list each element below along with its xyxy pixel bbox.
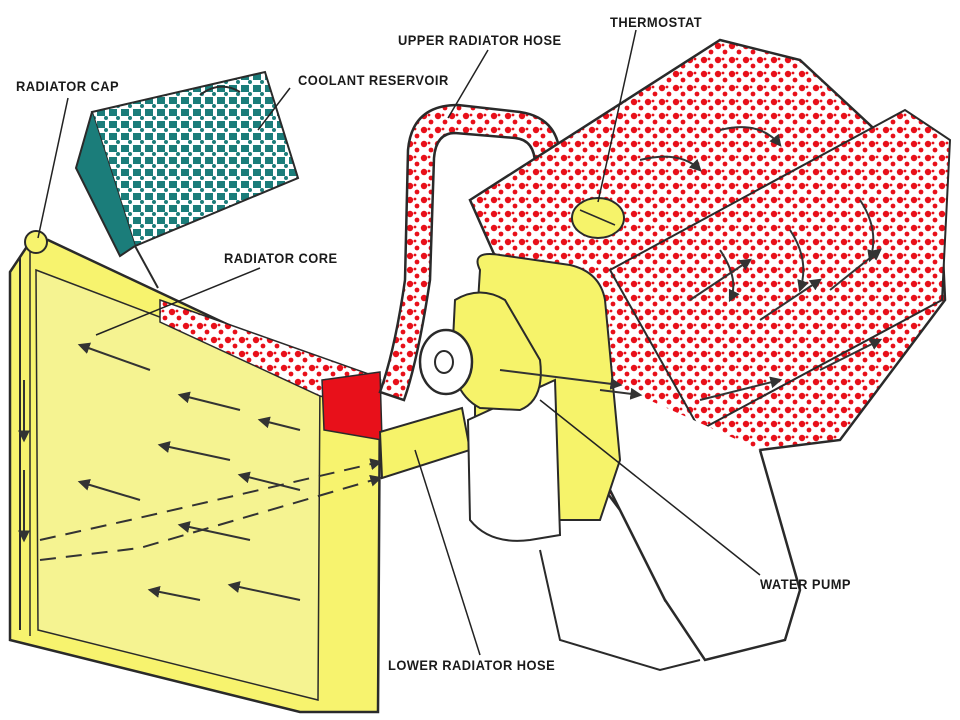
label-upper-radiator-hose: UPPER RADIATOR HOSE (398, 32, 562, 48)
label-radiator-cap: RADIATOR CAP (16, 78, 120, 94)
engine-flow-arrows (599, 126, 883, 401)
engine-block-shape (466, 38, 952, 672)
label-water-pump: WATER PUMP (760, 576, 851, 592)
radiator-flow-arrows (18, 342, 383, 601)
label-lower-radiator-hose: LOWER RADIATOR HOSE (388, 657, 556, 673)
leader-lines (37, 29, 761, 656)
label-thermostat: THERMOSTAT (610, 14, 703, 30)
thermostat-shape (571, 197, 625, 239)
water-pump-shape (418, 291, 623, 412)
coolant-reservoir-shape (74, 70, 300, 289)
label-radiator-core: RADIATOR CORE (224, 250, 338, 266)
lower-radiator-hose-shape (378, 406, 472, 480)
radiator-shape (8, 230, 383, 714)
label-coolant-reservoir: COOLANT RESERVOIR (298, 72, 449, 88)
